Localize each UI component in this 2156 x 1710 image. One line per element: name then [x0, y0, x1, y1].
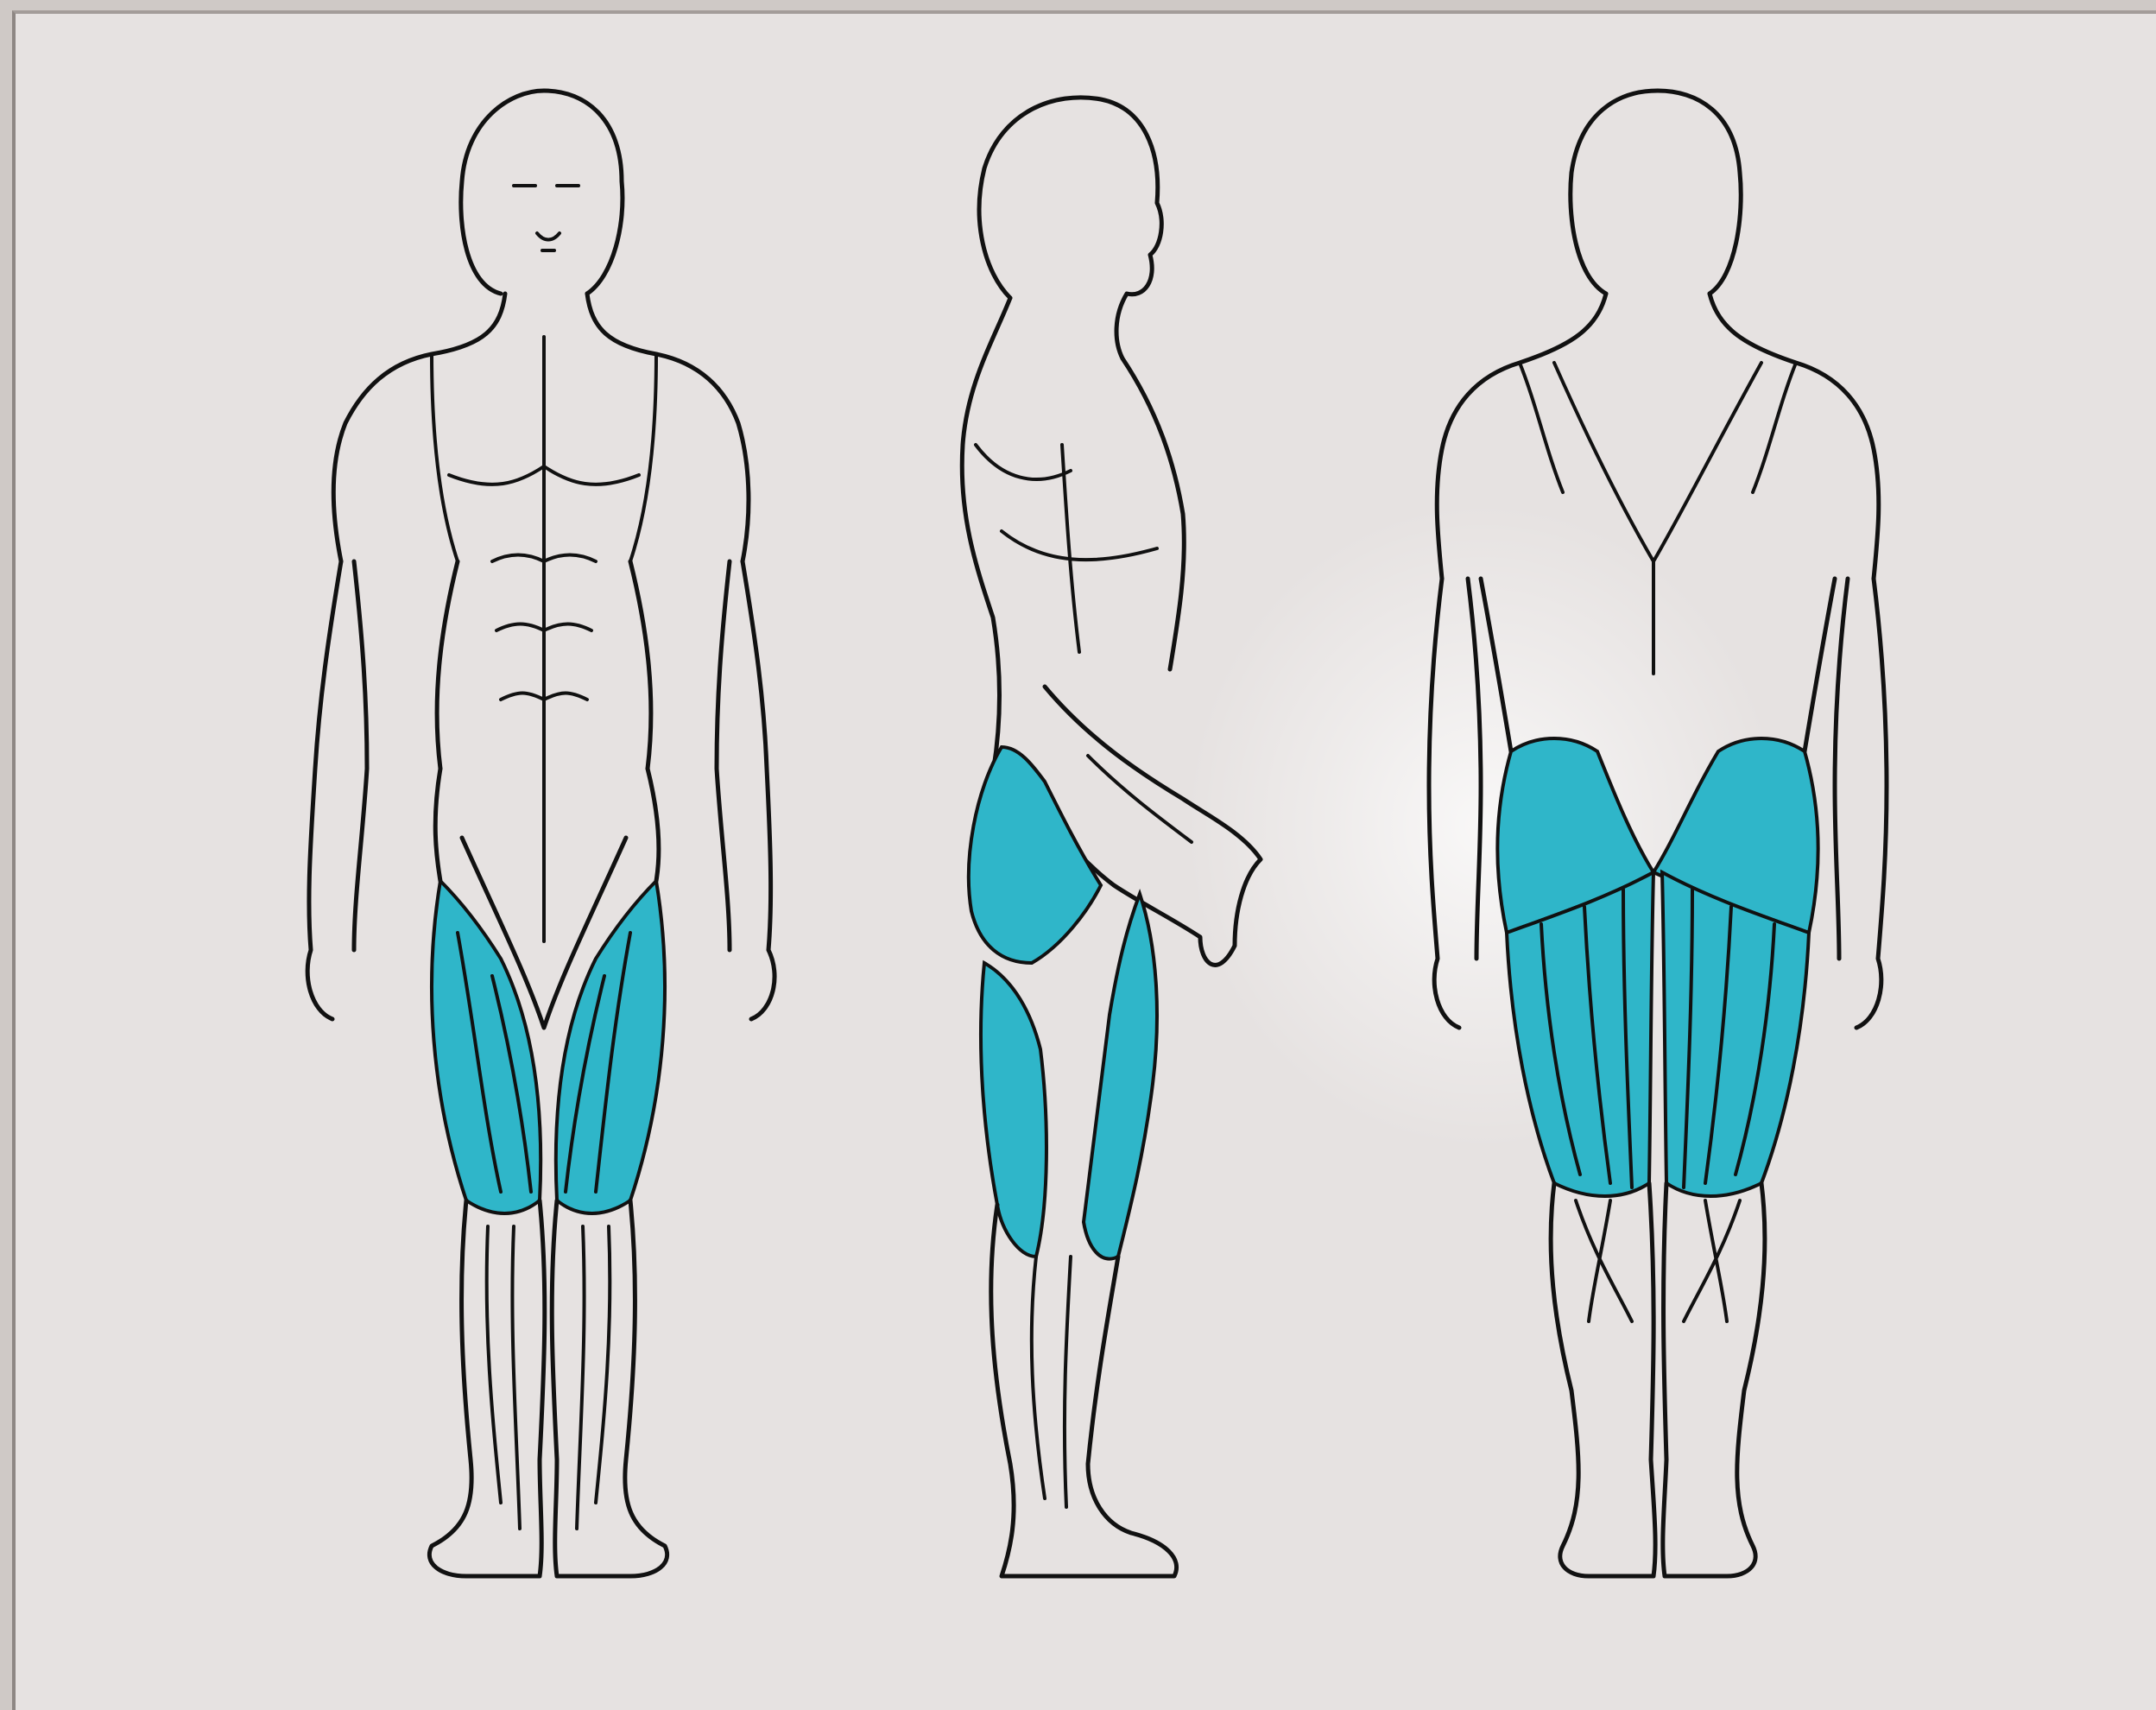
back-left-arm — [1429, 579, 1481, 1028]
side-head — [979, 98, 1161, 358]
back-head — [1571, 91, 1741, 294]
back-body-figure — [1416, 78, 1900, 1615]
side-quadriceps — [981, 963, 1046, 1257]
front-left-arm — [307, 561, 367, 1019]
side-hamstrings — [1084, 894, 1157, 1259]
front-body-icon — [307, 91, 775, 1576]
front-face — [514, 186, 579, 250]
front-body-figure — [294, 78, 777, 1615]
side-body-icon — [962, 98, 1261, 1576]
front-head — [461, 91, 623, 294]
back-right-arm — [1835, 579, 1887, 1028]
back-body-icon — [1429, 91, 1887, 1576]
front-left-quadriceps — [432, 881, 541, 1213]
side-lower-leg — [991, 1205, 1177, 1576]
side-gluteus — [969, 747, 1101, 963]
front-right-arm — [717, 561, 775, 1019]
side-body-figure — [950, 82, 1312, 1619]
front-right-quadriceps — [556, 881, 665, 1213]
